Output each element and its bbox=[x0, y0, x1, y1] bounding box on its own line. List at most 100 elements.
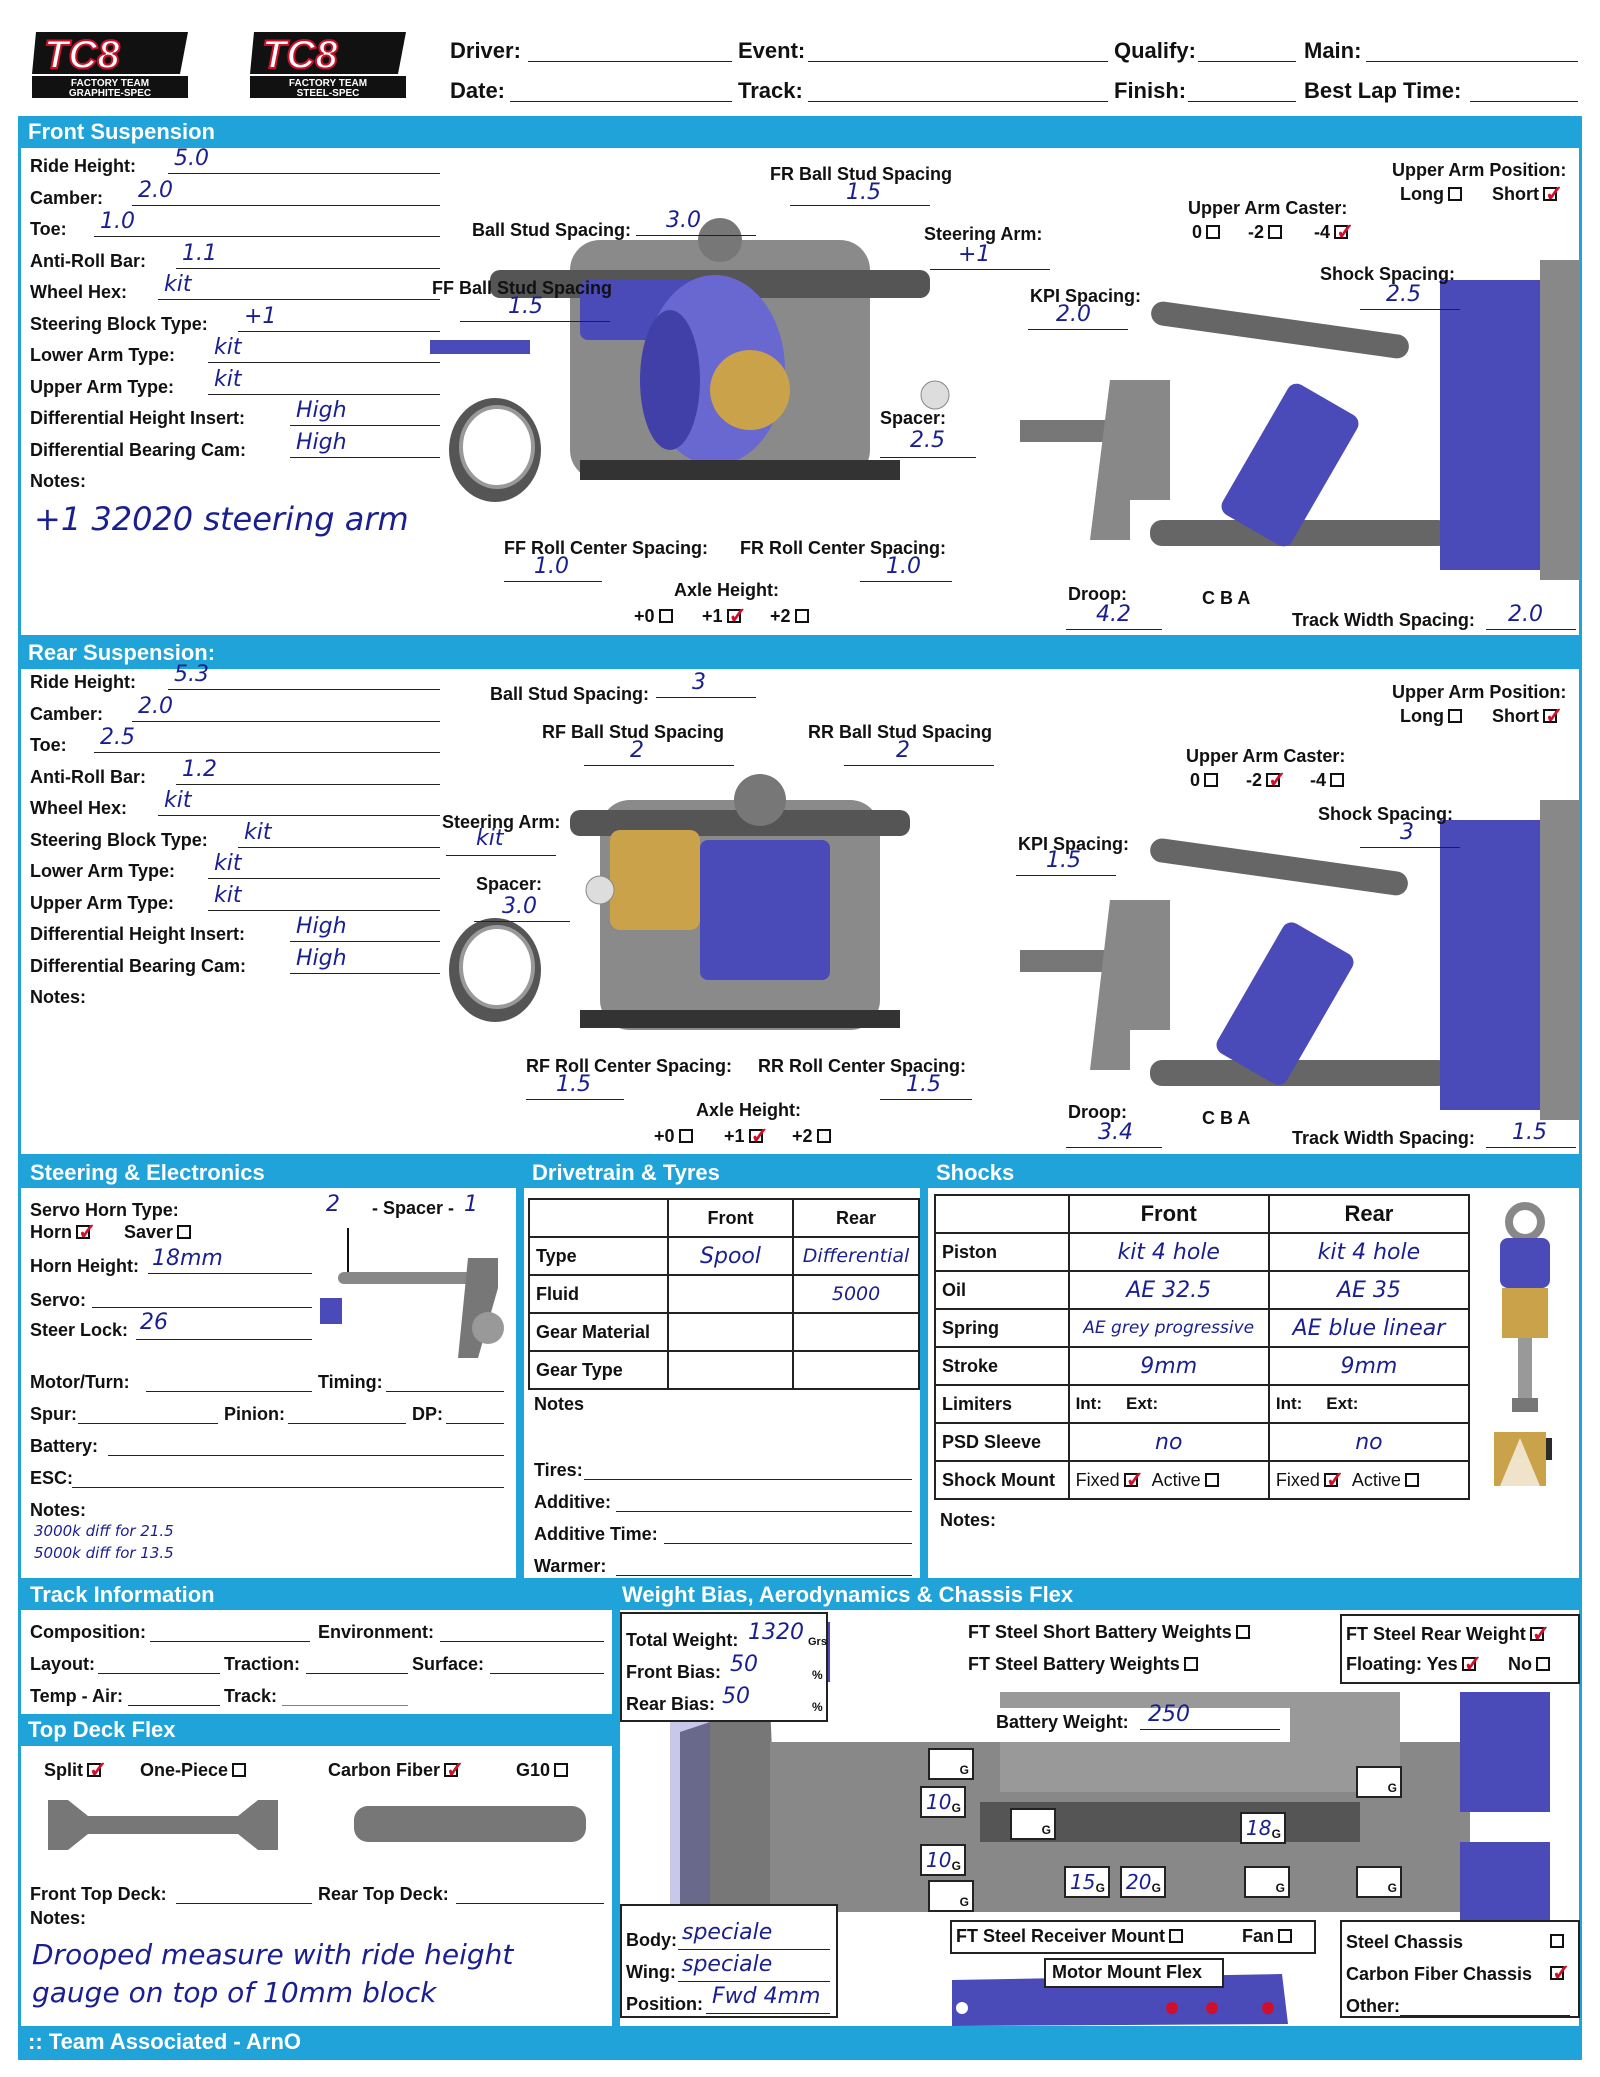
short-battery-option[interactable]: FT Steel Short Battery Weights bbox=[968, 1622, 1250, 1643]
battery-weights-option[interactable]: FT Steel Battery Weights bbox=[968, 1654, 1198, 1675]
upper-pos-short[interactable]: Short bbox=[1492, 181, 1563, 207]
droop-field[interactable] bbox=[1066, 608, 1162, 630]
timing-field[interactable] bbox=[386, 1370, 504, 1392]
ride-height-field[interactable] bbox=[168, 668, 440, 690]
date-field[interactable] bbox=[510, 80, 732, 102]
lower-arm-field[interactable] bbox=[208, 857, 440, 879]
front-value[interactable] bbox=[666, 1312, 795, 1352]
wing-field[interactable] bbox=[678, 1960, 830, 1982]
rear-deck-field[interactable] bbox=[456, 1882, 604, 1904]
ff-roll-field[interactable] bbox=[504, 560, 602, 582]
battery-field[interactable] bbox=[108, 1434, 504, 1456]
kpi-field[interactable] bbox=[1016, 854, 1116, 876]
shock-spacing-field[interactable] bbox=[1360, 288, 1460, 310]
front-value[interactable] bbox=[666, 1274, 795, 1314]
upper-pos-long[interactable]: Long bbox=[1400, 184, 1462, 205]
diff-insert-field[interactable] bbox=[290, 404, 440, 426]
servo-field[interactable] bbox=[92, 1286, 312, 1308]
layout-field[interactable] bbox=[98, 1652, 220, 1674]
ball-stud-field[interactable] bbox=[636, 214, 756, 236]
rear-value[interactable] bbox=[792, 1312, 920, 1352]
floating-yes-option[interactable]: Floating: Yes bbox=[1346, 1651, 1482, 1677]
track-width-field[interactable] bbox=[1486, 1126, 1576, 1148]
qualify-field[interactable] bbox=[1198, 40, 1296, 62]
diff-cam-field[interactable] bbox=[290, 952, 440, 974]
toe-field[interactable] bbox=[94, 731, 440, 753]
rear-value[interactable]: Differential bbox=[792, 1236, 920, 1276]
rear-value[interactable] bbox=[792, 1350, 920, 1390]
kpi-field[interactable] bbox=[1028, 308, 1128, 330]
esc-field[interactable] bbox=[72, 1466, 504, 1488]
steering-arm-field[interactable] bbox=[446, 834, 556, 856]
ff-ball-stud-field[interactable] bbox=[460, 300, 610, 322]
saver-option[interactable]: Saver bbox=[124, 1222, 192, 1243]
fr-ball-stud-field[interactable] bbox=[790, 184, 930, 206]
surface-field[interactable] bbox=[490, 1652, 604, 1674]
wheel-hex-field[interactable] bbox=[158, 278, 440, 300]
one-piece-option[interactable]: One-Piece bbox=[140, 1760, 247, 1781]
upper-arm-field[interactable] bbox=[208, 373, 440, 395]
rr-ball-stud-field[interactable] bbox=[844, 744, 994, 766]
weight-tag[interactable]: G bbox=[928, 1748, 974, 1780]
axle-plus1[interactable]: +1 bbox=[702, 603, 747, 629]
carbon-option[interactable]: Carbon Fiber bbox=[328, 1757, 464, 1783]
warmer-field[interactable] bbox=[616, 1554, 912, 1576]
composition-field[interactable] bbox=[150, 1620, 310, 1642]
temp-air-field[interactable] bbox=[128, 1684, 220, 1706]
front-value[interactable]: kit 4 hole bbox=[1067, 1232, 1270, 1272]
rf-roll-field[interactable] bbox=[526, 1078, 624, 1100]
axle-plus2[interactable]: +2 bbox=[792, 1126, 831, 1147]
finish-field[interactable] bbox=[1188, 80, 1296, 102]
axle-plus0[interactable]: +0 bbox=[654, 1126, 693, 1147]
main-field[interactable] bbox=[1366, 40, 1578, 62]
additive-time-field[interactable] bbox=[664, 1522, 912, 1544]
front-deck-field[interactable] bbox=[176, 1882, 312, 1904]
anti-roll-field[interactable] bbox=[176, 247, 440, 269]
upper-pos-short[interactable]: Short bbox=[1492, 703, 1563, 729]
weight-tag[interactable]: G bbox=[1244, 1866, 1290, 1898]
floating-no-option[interactable]: No bbox=[1508, 1654, 1550, 1675]
caster-0[interactable]: 0 bbox=[1190, 770, 1219, 791]
front-value[interactable]: AE grey progressive bbox=[1067, 1308, 1270, 1348]
steering-block-field[interactable] bbox=[238, 826, 440, 848]
horn-option[interactable]: Horn bbox=[30, 1219, 96, 1245]
axle-plus0[interactable]: +0 bbox=[634, 606, 673, 627]
rear-value[interactable]: no bbox=[1267, 1422, 1471, 1462]
limiter-cell[interactable]: Int:Ext: bbox=[1067, 1384, 1270, 1424]
motor-field[interactable] bbox=[146, 1370, 312, 1392]
fixed-option[interactable]: Fixed bbox=[1076, 1467, 1144, 1493]
dp-field[interactable] bbox=[446, 1402, 504, 1424]
spacer-field[interactable] bbox=[880, 436, 976, 458]
receiver-option[interactable]: FT Steel Receiver Mount bbox=[956, 1926, 1184, 1947]
other-field[interactable] bbox=[1400, 1994, 1570, 2016]
axle-plus2[interactable]: +2 bbox=[770, 606, 809, 627]
diff-cam-field[interactable] bbox=[290, 436, 440, 458]
fr-roll-field[interactable] bbox=[860, 560, 952, 582]
rear-value[interactable]: kit 4 hole bbox=[1267, 1232, 1471, 1272]
steering-block-field[interactable] bbox=[238, 310, 440, 332]
front-value[interactable]: no bbox=[1067, 1422, 1270, 1462]
weight-tag[interactable]: G bbox=[1010, 1808, 1056, 1840]
caster-2[interactable]: -2 bbox=[1246, 767, 1286, 793]
steel-chassis-checkbox[interactable] bbox=[1546, 1934, 1564, 1952]
limiter-cell[interactable]: Int:Ext: bbox=[1267, 1384, 1471, 1424]
fixed-option[interactable]: Fixed bbox=[1276, 1467, 1344, 1493]
tires-field[interactable] bbox=[584, 1458, 912, 1480]
steer-lock-field[interactable] bbox=[136, 1318, 312, 1340]
body-field[interactable] bbox=[678, 1928, 830, 1950]
upper-pos-long[interactable]: Long bbox=[1400, 706, 1462, 727]
battery-weight-field[interactable] bbox=[1140, 1708, 1280, 1730]
g10-option[interactable]: G10 bbox=[516, 1760, 569, 1781]
caster-4[interactable]: -4 bbox=[1314, 219, 1354, 245]
weight-tag[interactable]: G bbox=[928, 1880, 974, 1912]
weight-tag[interactable]: G bbox=[1356, 1866, 1402, 1898]
rear-value[interactable]: AE blue linear bbox=[1267, 1308, 1471, 1348]
traction-field[interactable] bbox=[306, 1652, 408, 1674]
upper-arm-field[interactable] bbox=[208, 889, 440, 911]
rear-value[interactable]: 5000 bbox=[792, 1274, 920, 1314]
front-value[interactable]: 9mm bbox=[1067, 1346, 1270, 1386]
ball-stud-field[interactable] bbox=[656, 676, 756, 698]
driver-field[interactable] bbox=[528, 40, 732, 62]
